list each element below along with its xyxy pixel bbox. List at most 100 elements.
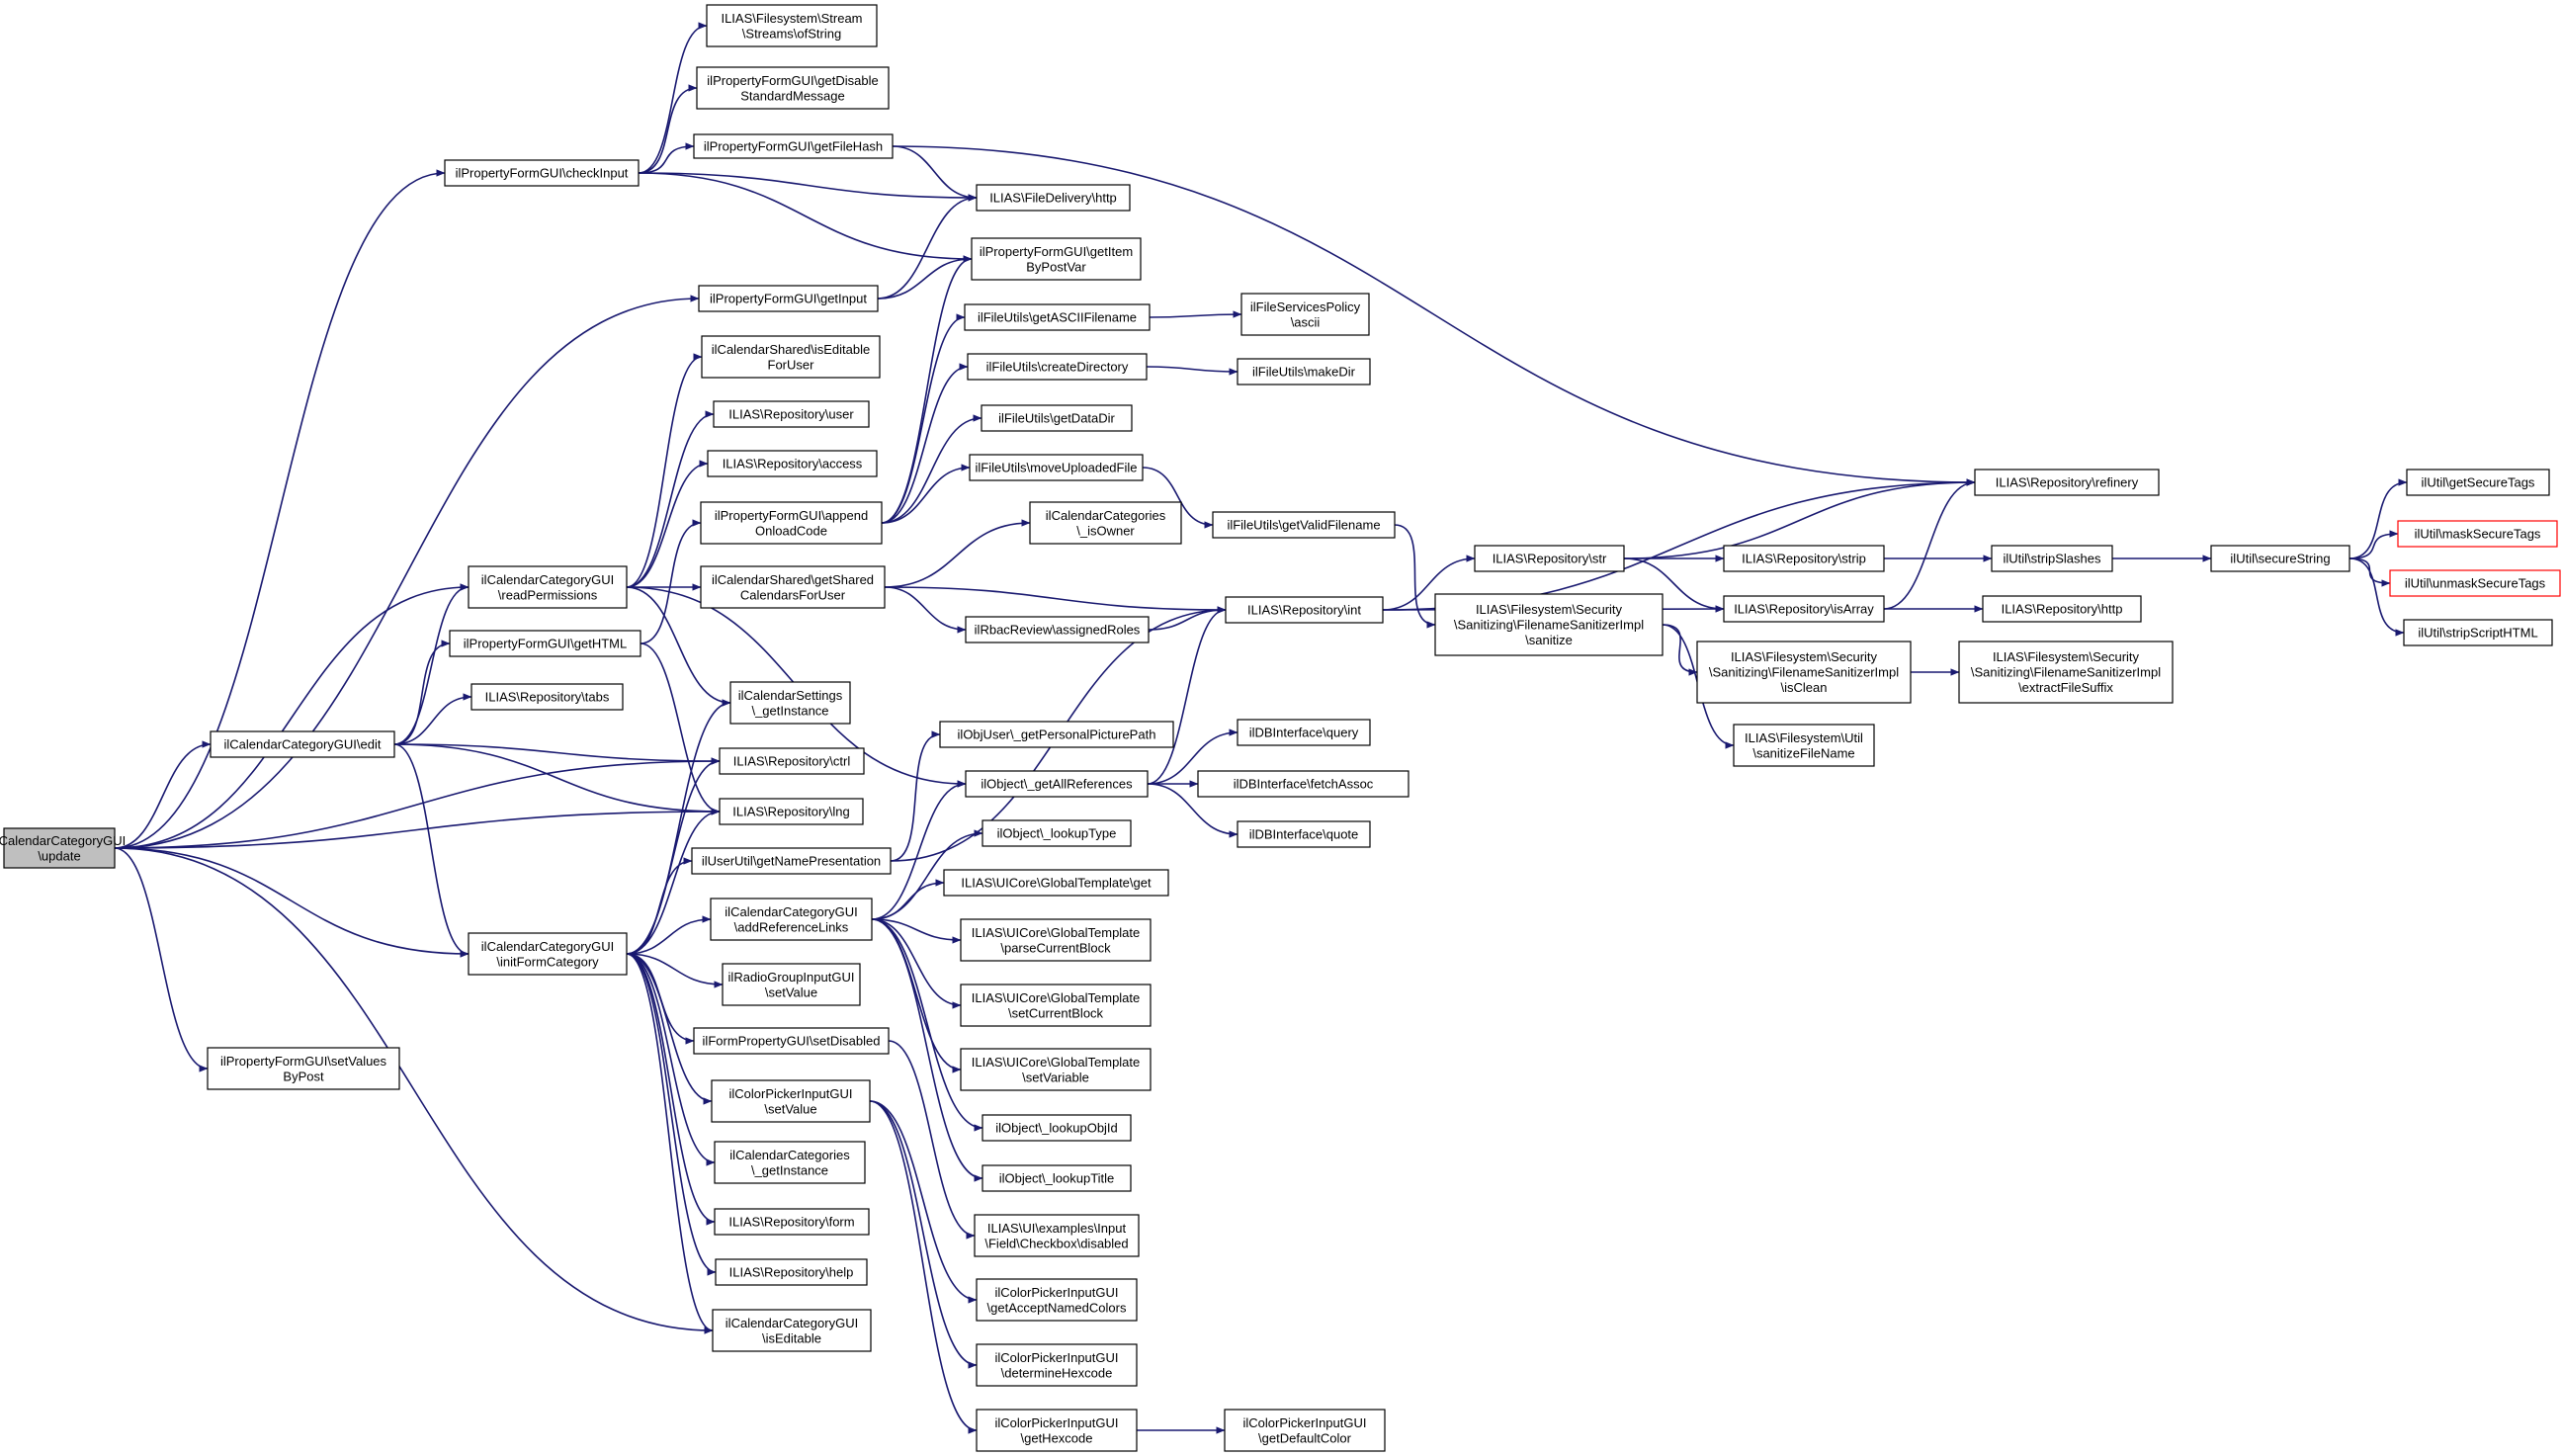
node-repoForm[interactable]: ILIAS\Repository\form: [714, 1208, 870, 1236]
node-repoRefinery[interactable]: ILIAS\Repository\refinery: [1974, 469, 2160, 496]
call-edge-assignedRoles-to-repoInt: [1148, 606, 1227, 631]
node-repoCtrl[interactable]: ILIAS\Repository\ctrl: [719, 747, 865, 775]
node-box: [960, 918, 1152, 962]
node-sanitize[interactable]: ILIAS\Filesystem\Security\Sanitizing\Fil…: [1434, 593, 1664, 656]
call-edge-root-to-isEditable: [114, 847, 714, 1334]
node-addRefLinks[interactable]: ilCalendarCategoryGUI\addReferenceLinks: [710, 898, 873, 941]
node-getHex[interactable]: ilColorPickerInputGUI\getHexcode: [976, 1409, 1138, 1452]
call-edge-root-to-getInput: [114, 295, 700, 849]
node-fileDelivery[interactable]: ILIAS\FileDelivery\http: [976, 184, 1131, 212]
node-box: [2389, 569, 2561, 597]
node-getSecureTags[interactable]: ilUtil\getSecureTags: [2406, 469, 2550, 496]
node-initForm[interactable]: ilCalendarCategoryGUI\initFormCategory: [468, 932, 628, 976]
node-checkInput[interactable]: ilPropertyFormGUI\checkInput: [444, 159, 640, 187]
node-root[interactable]: ilCalendarCategoryGUI\update: [0, 827, 126, 869]
node-getDataDir[interactable]: ilFileUtils\getDataDir: [981, 404, 1133, 432]
node-makeDir[interactable]: ilFileUtils\makeDir: [1237, 358, 1371, 385]
node-edit[interactable]: ilCalendarCategoryGUI\edit: [210, 730, 395, 758]
node-box: [207, 1047, 400, 1090]
node-label-line: ilUtil\unmaskSecureTags: [2405, 576, 2546, 591]
node-createDir[interactable]: ilFileUtils\createDirectory: [967, 353, 1148, 381]
node-lookupTitle[interactable]: ilObject\_lookupTitle: [982, 1164, 1132, 1192]
node-repoStrip[interactable]: ILIAS\Repository\strip: [1723, 545, 1885, 572]
call-edge-addRefLinks-to-gtGet: [871, 879, 945, 920]
node-calSettings[interactable]: ilCalendarSettings\_getInstance: [729, 681, 851, 725]
node-label-line: ILIAS\UICore\GlobalTemplate: [972, 925, 1141, 940]
node-lookupType[interactable]: ilObject\_lookupType: [982, 819, 1132, 847]
node-isEditable[interactable]: ilCalendarCategoryGUI\isEditable: [712, 1309, 872, 1352]
node-getInput[interactable]: ilPropertyFormGUI\getInput: [698, 285, 879, 312]
node-label-line: ILIAS\Repository\help: [729, 1265, 854, 1280]
node-label-line: ilPropertyFormGUI\append: [715, 508, 868, 523]
node-getASCII[interactable]: ilFileUtils\getASCIIFilename: [964, 303, 1151, 331]
node-isClean[interactable]: ILIAS\Filesystem\Security\Sanitizing\Fil…: [1696, 641, 1912, 704]
node-dbQuote[interactable]: ilDBInterface\quote: [1237, 820, 1371, 848]
node-gtSetVar[interactable]: ILIAS\UICore\GlobalTemplate\setVariable: [960, 1048, 1152, 1091]
node-gtParse[interactable]: ILIAS\UICore\GlobalTemplate\parseCurrent…: [960, 918, 1152, 962]
node-gtGet[interactable]: ILIAS\UICore\GlobalTemplate\get: [943, 869, 1169, 897]
node-box: [210, 730, 395, 758]
node-stripSlashes[interactable]: ilUtil\stripSlashes: [1991, 545, 2113, 572]
node-getAllRefs[interactable]: ilObject\_getAllReferences: [965, 770, 1149, 798]
node-getShared[interactable]: ilCalendarShared\getSharedCalendarsForUs…: [700, 565, 886, 609]
node-ofString[interactable]: ILIAS\Filesystem\Stream\Streams\ofString: [706, 4, 878, 47]
node-acceptNamed[interactable]: ilColorPickerInputGUI\getAcceptNamedColo…: [976, 1278, 1138, 1322]
node-calCatInstance[interactable]: ilCalendarCategories\_getInstance: [714, 1141, 866, 1184]
node-maskSecure[interactable]: ilUtil\maskSecureTags: [2397, 520, 2558, 548]
node-repoAccess[interactable]: ILIAS\Repository\access: [707, 450, 878, 477]
node-label-line: ilFileUtils\getDataDir: [998, 411, 1115, 426]
node-lookupObjId[interactable]: ilObject\_lookupObjId: [982, 1114, 1132, 1142]
node-label-line: \setValue: [764, 1101, 816, 1116]
node-label-line: ilFileUtils\createDirectory: [986, 360, 1129, 375]
node-validFilename[interactable]: ilFileUtils\getValidFilename: [1212, 511, 1396, 539]
node-repoStr[interactable]: ILIAS\Repository\str: [1474, 545, 1625, 572]
node-repoIsArray[interactable]: ILIAS\Repository\isArray: [1723, 595, 1885, 623]
node-dbFetch[interactable]: ilDBInterface\fetchAssoc: [1197, 770, 1409, 798]
node-extractSuffix[interactable]: ILIAS\Filesystem\Security\Sanitizing\Fil…: [1958, 641, 2174, 704]
node-colorSetValue[interactable]: ilColorPickerInputGUI\setValue: [711, 1079, 871, 1123]
node-box: [3, 827, 116, 869]
node-personalPic[interactable]: ilObjUser\_getPersonalPicturePath: [939, 721, 1174, 748]
node-repoHttp[interactable]: ILIAS\Repository\http: [1982, 595, 2142, 623]
node-defaultColor[interactable]: ilColorPickerInputGUI\getDefaultColor: [1224, 1409, 1386, 1452]
node-repoTabs[interactable]: ILIAS\Repository\tabs: [470, 683, 624, 711]
node-repoLng[interactable]: ILIAS\Repository\lng: [719, 798, 864, 825]
node-stripScript[interactable]: ilUtil\stripScriptHTML: [2403, 619, 2553, 646]
node-box: [939, 721, 1174, 748]
node-getDisable[interactable]: ilPropertyFormGUI\getDisableStandardMess…: [696, 66, 890, 110]
node-moveUploaded[interactable]: ilFileUtils\moveUploadedFile: [969, 454, 1144, 481]
node-repoUser[interactable]: ILIAS\Repository\user: [713, 400, 870, 428]
node-getFileHash[interactable]: ilPropertyFormGUI\getFileHash: [693, 133, 894, 159]
call-edge-checkInput-to-ofString: [638, 22, 708, 174]
node-dbQuery[interactable]: ilDBInterface\query: [1237, 719, 1371, 746]
call-edge-readPermissions-to-isEditableForUser: [626, 353, 703, 588]
node-getNamePres[interactable]: ilUserUtil\getNamePresentation: [691, 847, 892, 875]
node-assignedRoles[interactable]: ilRbacReview\assignedRoles: [965, 616, 1150, 643]
node-detHex[interactable]: ilColorPickerInputGUI\determineHexcode: [976, 1343, 1138, 1387]
node-unmaskSecure[interactable]: ilUtil\unmaskSecureTags: [2389, 569, 2561, 597]
node-gtSetBlock[interactable]: ILIAS\UICore\GlobalTemplate\setCurrentBl…: [960, 984, 1152, 1027]
node-repoHelp[interactable]: ILIAS\Repository\help: [715, 1258, 868, 1286]
node-label-line: \extractFileSuffix: [2018, 680, 2113, 695]
call-edge-root-to-repoLng: [114, 808, 721, 849]
call-edge-secureString-to-getSecureTags: [2348, 478, 2408, 559]
node-box: [715, 1258, 868, 1286]
node-radioSetValue[interactable]: ilRadioGroupInputGUI\setValue: [722, 963, 861, 1006]
node-setDisabled[interactable]: ilFormPropertyGUI\setDisabled: [693, 1027, 890, 1055]
call-edge-checkInput-to-getItemByPostVar: [638, 172, 973, 263]
node-cbDisabled[interactable]: ILIAS\UI\examples\Input\Field\Checkbox\d…: [974, 1214, 1140, 1257]
node-isOwner[interactable]: ilCalendarCategories\_isOwner: [1029, 501, 1182, 545]
node-ascii[interactable]: ilFileServicesPolicy\ascii: [1240, 293, 1370, 336]
node-sanitizeFileName[interactable]: ILIAS\Filesystem\Util\sanitizeFileName: [1733, 724, 1875, 767]
node-getHTML[interactable]: ilPropertyFormGUI\getHTML: [449, 630, 641, 657]
node-repoInt[interactable]: ILIAS\Repository\int: [1225, 596, 1384, 624]
node-secureString[interactable]: ilUtil\secureString: [2210, 545, 2350, 572]
node-label-line: ilUtil\stripScriptHTML: [2418, 626, 2537, 641]
node-readPermissions[interactable]: ilCalendarCategoryGUI\readPermissions: [468, 565, 628, 609]
node-box: [1974, 469, 2160, 496]
call-edge-edit-to-repoLng: [393, 743, 721, 815]
